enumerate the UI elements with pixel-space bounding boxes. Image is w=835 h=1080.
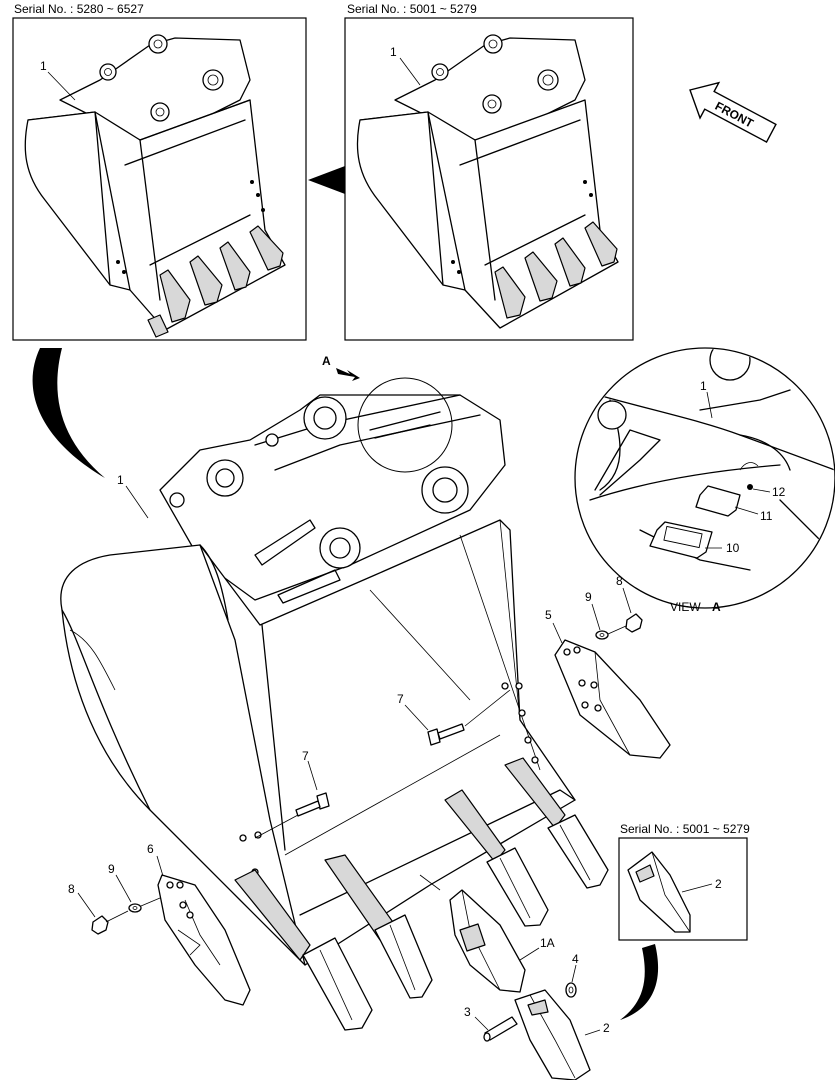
small-bucket-left xyxy=(24,34,286,338)
top-right-panel: 1 xyxy=(344,17,634,341)
view-a-callout-10: 10 xyxy=(726,541,740,555)
section-a-marker: A xyxy=(322,354,331,368)
main-callout-7-upper: 7 xyxy=(397,692,404,706)
main-callout-1: 1 xyxy=(117,473,124,487)
view-a-detail: 1 12 11 10 VIEW A xyxy=(574,347,835,614)
main-callout-6: 6 xyxy=(147,842,154,856)
view-a-callout-11: 11 xyxy=(760,509,773,523)
top-right-serial-label: Serial No. : 5001 ~ 5279 xyxy=(347,2,477,16)
top-left-panel: 1 xyxy=(12,17,307,341)
left-curved-leader xyxy=(32,348,105,478)
front-arrow: FRONT xyxy=(689,81,777,143)
main-callout-9-right: 9 xyxy=(585,590,592,604)
bolt-7-right xyxy=(427,723,465,746)
main-bucket xyxy=(60,394,576,966)
main-callout-4: 4 xyxy=(572,952,579,966)
main-callout-1A: 1A xyxy=(540,936,555,950)
main-callout-5: 5 xyxy=(545,608,552,622)
top-left-callout-1: 1 xyxy=(40,59,47,73)
view-a-title: VIEW xyxy=(670,600,701,614)
nut-8-left xyxy=(91,915,109,935)
view-a-callout-12: 12 xyxy=(772,485,786,499)
section-a-arrow xyxy=(336,368,360,381)
side-cutter-6 xyxy=(157,874,251,1006)
main-callout-3: 3 xyxy=(464,1005,471,1019)
top-left-serial-label: Serial No. : 5280 ~ 6527 xyxy=(14,2,144,16)
tooth-panel-callout-2: 2 xyxy=(715,877,722,891)
main-callout-9-left: 9 xyxy=(108,862,115,876)
retainer-4 xyxy=(565,982,577,998)
tooth-panel: 2 xyxy=(618,837,748,941)
tooth-panel-serial-label: Serial No. : 5001 ~ 5279 xyxy=(620,822,750,836)
view-direction-arrow xyxy=(308,166,345,194)
washer-9-left xyxy=(128,903,142,913)
main-callout-2: 2 xyxy=(603,1021,610,1035)
adapter-1A xyxy=(449,889,526,993)
nut-8-right xyxy=(625,613,643,633)
top-right-callout-1: 1 xyxy=(390,45,397,59)
side-cutter-5 xyxy=(554,639,671,759)
bolt-7-left xyxy=(295,792,330,817)
tooth-2-exploded xyxy=(514,989,591,1080)
main-callout-8-left: 8 xyxy=(68,882,75,896)
main-callout-7-lower: 7 xyxy=(302,749,309,763)
main-callout-8-right: 8 xyxy=(616,574,623,588)
pin-3 xyxy=(483,1016,518,1042)
view-a-letter: A xyxy=(712,600,721,614)
main-teeth xyxy=(234,757,609,1031)
small-bucket-right xyxy=(356,34,619,329)
section-a-circle xyxy=(357,377,453,473)
washer-9-right xyxy=(595,630,609,640)
view-a-callout-1: 1 xyxy=(700,379,707,393)
bottom-curved-leader xyxy=(620,944,659,1020)
